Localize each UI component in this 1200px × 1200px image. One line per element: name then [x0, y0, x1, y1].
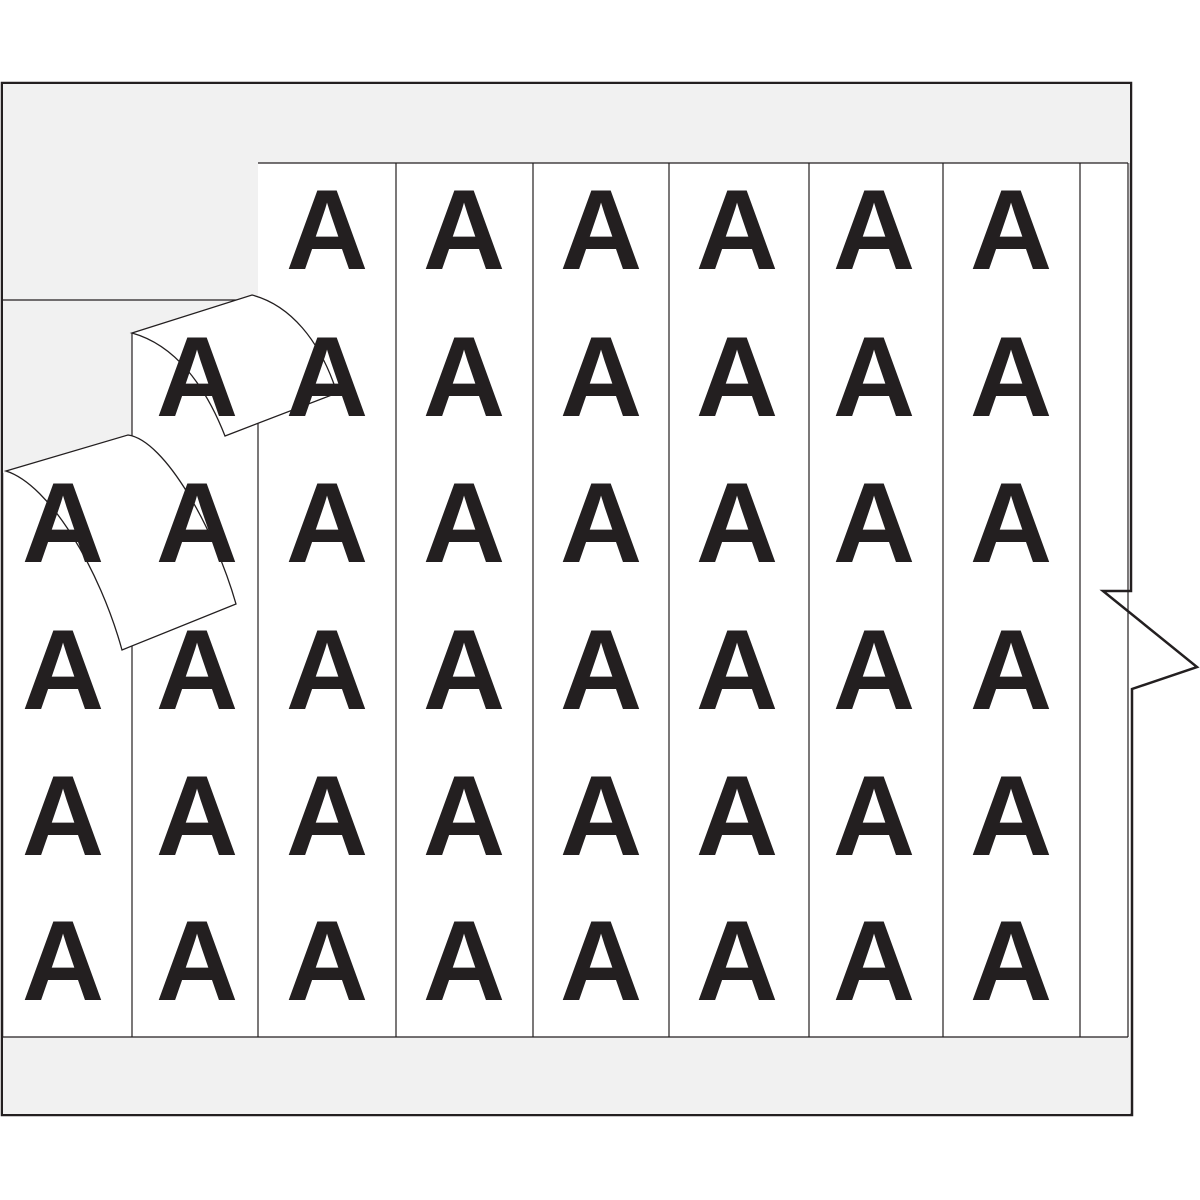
label-character[interactable]: A [833, 167, 915, 294]
label-character[interactable]: A [833, 314, 915, 441]
label-character[interactable]: A [696, 607, 778, 734]
label-character[interactable]: A [833, 898, 915, 1025]
label-character[interactable]: A [970, 460, 1052, 587]
label-character[interactable]: A [423, 753, 505, 880]
label-character[interactable]: A [696, 167, 778, 294]
label-character[interactable]: A [423, 898, 505, 1025]
label-character[interactable]: A [423, 460, 505, 587]
label-character[interactable]: A [156, 607, 238, 734]
label-character[interactable]: A [696, 314, 778, 441]
label-character[interactable]: A [22, 898, 104, 1025]
label-character[interactable]: A [970, 314, 1052, 441]
label-character[interactable]: A [696, 753, 778, 880]
label-character[interactable]: A [560, 753, 642, 880]
column-dividers [2, 162, 1129, 1038]
label-character[interactable]: A [696, 460, 778, 587]
label-character[interactable]: A [286, 607, 368, 734]
label-character[interactable]: A [22, 753, 104, 880]
exposed-liner-column-1 [3, 163, 132, 473]
top-liner-strip [3, 84, 1130, 163]
label-character[interactable]: A [560, 607, 642, 734]
label-character[interactable]: A [970, 753, 1052, 880]
label-character[interactable]: A [156, 314, 238, 441]
label-character[interactable]: A [286, 460, 368, 587]
peeling-label-upper[interactable] [129, 294, 338, 437]
label-grid: AAAAAAAAAAAAAAAAAAAAAAAAAAAAAAAAAAAAAAAA… [22, 167, 1052, 1025]
label-character[interactable]: A [833, 753, 915, 880]
label-character[interactable]: A [833, 460, 915, 587]
label-character[interactable]: A [970, 607, 1052, 734]
label-character[interactable]: A [286, 753, 368, 880]
label-character[interactable]: A [560, 167, 642, 294]
label-character[interactable]: A [286, 898, 368, 1025]
label-character[interactable]: A [156, 460, 238, 587]
peeling-label-lower[interactable] [3, 434, 237, 651]
label-character[interactable]: A [156, 898, 238, 1025]
label-character[interactable]: A [560, 314, 642, 441]
label-character[interactable]: A [970, 898, 1052, 1025]
label-character[interactable]: A [22, 460, 104, 587]
label-character[interactable]: A [423, 314, 505, 441]
label-character[interactable]: A [560, 460, 642, 587]
label-character[interactable]: A [970, 167, 1052, 294]
label-character[interactable]: A [286, 167, 368, 294]
label-character[interactable]: A [286, 314, 368, 441]
label-character[interactable]: A [156, 753, 238, 880]
label-character[interactable]: A [696, 898, 778, 1025]
label-character[interactable]: A [560, 898, 642, 1025]
label-character[interactable]: A [423, 607, 505, 734]
bottom-liner-strip [3, 1037, 1130, 1114]
label-character[interactable]: A [22, 607, 104, 734]
label-character[interactable]: A [423, 167, 505, 294]
label-character[interactable]: A [833, 607, 915, 734]
